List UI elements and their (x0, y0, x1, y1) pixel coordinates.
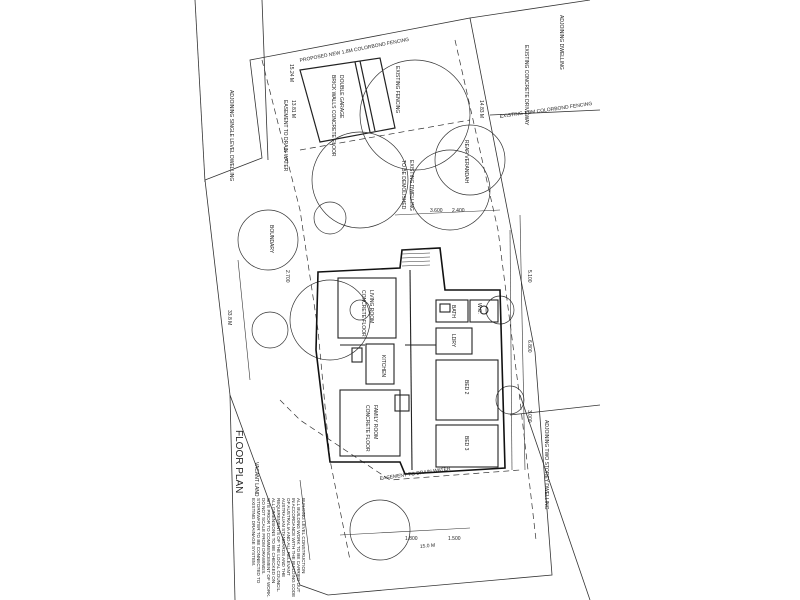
tree-canopy (349, 299, 371, 321)
note-line: DO NOT SCALE FROM DRAWINGS. (261, 498, 266, 575)
living-floor-label: CONCRETE FLOOR (360, 290, 366, 337)
dim-left-boundary: 33.8 M (226, 310, 232, 325)
dim-top-boundary: 15.24 M (288, 64, 294, 82)
bed-2 (435, 359, 499, 421)
existing-driveway-label: EXISTING CONCRETE DRIVEWAY (523, 45, 529, 126)
bed-3 (435, 424, 499, 468)
easement-line (261, 59, 351, 561)
kitchen (365, 343, 395, 385)
dimension-line (519, 214, 526, 471)
note-line: IN ACCORDANCE WITH THE BUILDING CODE (291, 498, 296, 597)
adjoining-lot-line (519, 394, 591, 600)
tree-canopy (495, 385, 525, 415)
boundary-label: BOUNDARY (268, 225, 274, 254)
rear-verandah-label: REAR VERANDAH (463, 140, 469, 183)
note-line: EXISTING DRAINAGE SYSTEM. (251, 498, 256, 566)
dimension-line (394, 209, 501, 216)
drawing-title: FLOOR PLAN (233, 430, 244, 493)
adjoining-lot-line (469, 0, 591, 19)
vacant-land-label: VACANT LAND (253, 462, 259, 497)
bed-3-label: BED 3 (463, 436, 469, 451)
adjoining-single-label: ADJOINING SINGLE LEVEL DWELLING (228, 90, 234, 181)
garage-floor-label: BRICK WALLS CONCRETE FLOOR (330, 75, 336, 157)
laundry-label: LDRY (450, 334, 456, 348)
construction-notes: BUILDING LEVEL CONSTRUCTION ALL BUILDING… (251, 498, 306, 598)
tree-canopy (313, 201, 347, 235)
tree-canopy (349, 499, 411, 561)
tree-canopy (409, 149, 491, 231)
dimension-line (339, 527, 471, 536)
dim-left-offset: 2.700 (284, 270, 290, 283)
tree-canopy (289, 279, 371, 361)
double-garage-label: DOUBLE GARAGE (338, 75, 344, 119)
tree-canopy (434, 124, 506, 196)
easement-line (299, 119, 471, 151)
note-line: ALL BUILDING WORK TO BE CARRIED OUT (296, 498, 301, 593)
dim-4: 5.100 (526, 270, 532, 283)
easement-top-label: EASEMENT TO DRAIN WATER (282, 100, 288, 172)
note-line: SITE PRIOR TO COMMENCEMENT OF WORK. (266, 498, 271, 598)
note-line: ALL DIMENSIONS TO BE CHECKED ON (271, 498, 276, 583)
dimension-line (237, 259, 251, 381)
wc-label: W.C. (476, 303, 482, 314)
family-room (339, 389, 401, 457)
adjoining-lot-line (489, 109, 601, 116)
living-room (337, 277, 397, 339)
site-boundary (204, 17, 553, 596)
adjoining-lot-line (194, 0, 206, 183)
adjoining-top-label: ADJOINING DWELLING (558, 15, 564, 70)
dim-2: 2.400 (452, 208, 465, 214)
note-line: BUILDING LEVEL CONSTRUCTION (301, 498, 306, 573)
bath-label: BATH (450, 305, 456, 318)
dim-7: 1.500 (448, 536, 461, 542)
note-line: STORMWATER TO BE CONNECTED TO (256, 498, 261, 584)
tree-canopy (251, 311, 289, 349)
adjoining-lot-line (509, 404, 601, 416)
adjoining-lot-line (261, 0, 269, 161)
dim-6: 3.000 (526, 410, 532, 423)
dim-garage-offset: 13.81 M (290, 100, 296, 118)
adjoining-two-label: ADJOINING TWO STOREY DWELLING (543, 420, 549, 510)
family-room-label: FAMILY ROOM (372, 405, 378, 439)
bed-2-label: BED 2 (463, 380, 469, 395)
kitchen-label: KITCHEN (380, 355, 386, 377)
living-room-label: LIVING ROOM (368, 290, 374, 323)
note-line: AUSTRALIAN STANDARDS AND THE (281, 498, 286, 577)
tree-canopy (237, 209, 299, 271)
note-line: REQUIREMENTS OF THE LOCAL COUNCIL. (276, 498, 281, 592)
adjoining-lot-line (229, 394, 236, 600)
dim-bottom-boundary: 15.0 M (420, 543, 436, 550)
dim-3: 1.800 (405, 536, 418, 542)
tree-canopy (311, 131, 409, 229)
dim-5: 6.800 (526, 340, 532, 353)
garage-outline (299, 57, 396, 143)
dimension-line (509, 229, 513, 471)
easement-line (454, 39, 537, 541)
existing-fencing-label: EXISTING FENCING (394, 66, 400, 113)
dimension-line (299, 479, 311, 561)
note-line: OF AUSTRALIA AND ALL RELEVANT (286, 498, 291, 576)
dim-right-offset: 14.83 M (478, 100, 484, 118)
bathroom (435, 299, 469, 323)
setback-line (279, 399, 521, 481)
wc (469, 299, 499, 323)
dim-1: 3.600 (430, 208, 443, 214)
existing-dwelling-label: EXISTING DWELLING (408, 160, 414, 211)
demolished-label: TO BE DEMOLISHED (400, 160, 406, 210)
laundry (435, 327, 473, 355)
family-floor-label: CONCRETE FLOOR (364, 405, 370, 452)
